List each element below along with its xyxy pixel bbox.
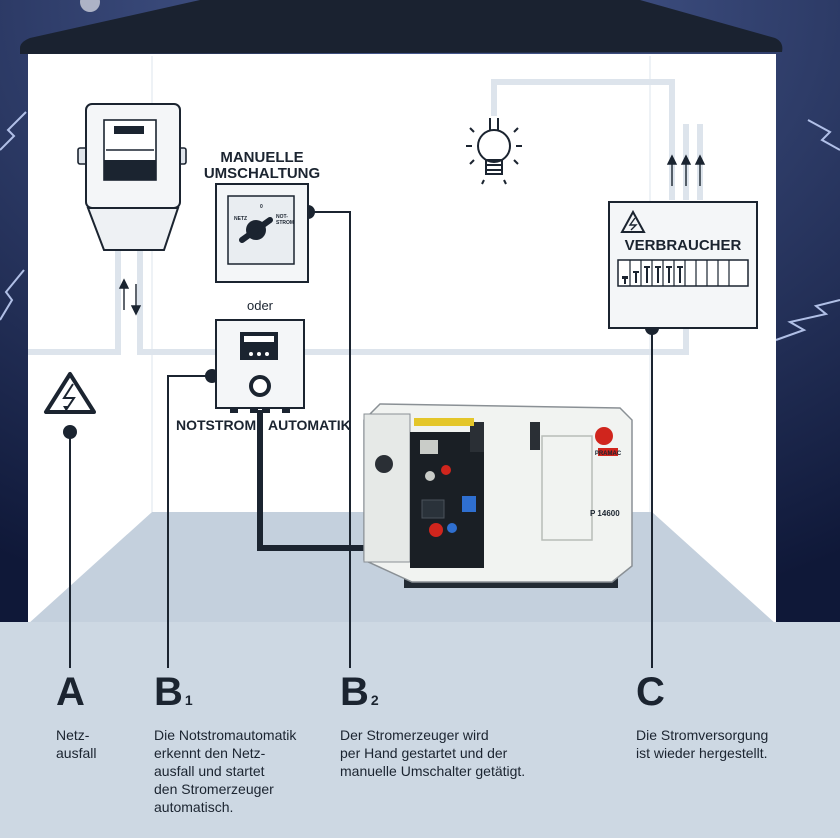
lightning-icon (0, 111, 840, 341)
step-b2-text: Der Stromerzeuger wird per Hand gestarte… (340, 727, 526, 779)
notstrom-label: NOTSTROM (176, 417, 256, 433)
generator-cable (257, 410, 380, 551)
manual-switch-title-2: UMSCHALTUNG (204, 165, 320, 182)
generator (363, 403, 633, 588)
switch-label-zero: 0 (260, 204, 263, 210)
consumer-distribution-box (608, 201, 758, 329)
lightning-glow (80, 0, 100, 12)
house-roof (20, 0, 783, 54)
electricity-meter (77, 103, 187, 251)
flow-arrows (118, 154, 706, 316)
generator-model: P 14600 (590, 509, 620, 518)
verbraucher-label: VERBRAUCHER (625, 237, 742, 254)
generator-brand: PRAMAC (595, 451, 622, 457)
explanation-panel (0, 622, 840, 838)
breaker-slots (629, 260, 730, 286)
callout-lines (69, 211, 653, 668)
automatic-transfer-unit (215, 319, 305, 413)
manual-switch-title-1: MANUELLE (220, 149, 303, 166)
step-b1-text: Die Notstromautomatik erkennt den Netz- … (154, 727, 297, 815)
oder-label: oder (247, 298, 274, 313)
manual-switch (215, 183, 309, 283)
step-c-letter: C (636, 670, 665, 714)
step-c-text: Die Stromversorgung ist wieder hergestel… (636, 727, 769, 761)
breaker-toggle-icons (622, 266, 683, 284)
switch-label-notstrom-2: STROM (276, 220, 294, 226)
switch-label-netz: NETZ (234, 216, 247, 222)
light-bulb-icon (466, 118, 522, 185)
automatik-label: AUTOMATIK (268, 417, 351, 433)
warning-lightning-icon (44, 372, 96, 414)
switch-label-notstrom-1: NOT- (276, 214, 288, 220)
step-a-text: Netz- ausfall (56, 727, 97, 761)
step-a-letter: A (56, 670, 85, 714)
